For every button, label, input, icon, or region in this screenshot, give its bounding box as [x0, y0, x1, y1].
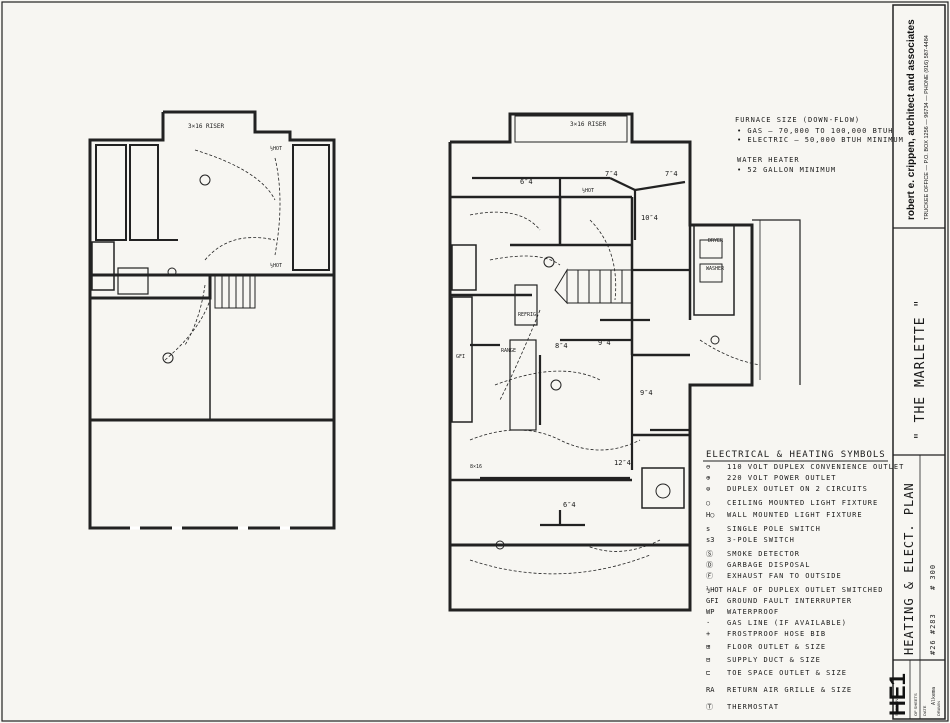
legend-label: RETURN AIR GRILLE & SIZE — [727, 686, 852, 694]
sheet-id: HE1 — [885, 673, 910, 716]
duct-label-9x4-b: 9″4 — [640, 389, 653, 397]
legend-label: HALF OF DUPLEX OUTLET SWITCHED — [727, 586, 883, 594]
legend-label: GROUND FAULT INTERRUPTER — [727, 597, 852, 605]
firm-office: TRUCKEE OFFICE — P.O. BOX 1256 — 96734 —… — [924, 35, 930, 220]
legend-symbol: s3 — [706, 536, 714, 544]
duct-label-12x4: 12″4 — [614, 459, 631, 467]
legend-symbol: Ⓕ — [706, 572, 713, 580]
legend-symbol: Ⓓ — [706, 561, 713, 569]
half-hot-label-main: ½HOT — [582, 187, 594, 194]
job-number: #26 #283 — [929, 613, 937, 655]
main-floor-plan — [448, 112, 801, 612]
legend-symbol: ⊖ — [706, 463, 710, 471]
furnace-title: FURNACE SIZE (DOWN-FLOW) — [735, 116, 860, 124]
legend-symbol: s — [706, 525, 710, 533]
legend-symbol: · — [706, 619, 710, 627]
legend-symbol: ⊏ — [706, 669, 710, 677]
legend-title: ELECTRICAL & HEATING SYMBOLS — [706, 450, 886, 460]
legend-label: GARBAGE DISPOSAL — [727, 561, 810, 569]
legend-symbol: ○ — [706, 499, 710, 507]
legend-label: SMOKE DETECTOR — [727, 550, 800, 558]
legend-symbol: Ⓢ — [706, 550, 713, 558]
duct-label-6x4-b: 6″4 — [563, 501, 576, 509]
upper-floor-plan — [88, 110, 336, 530]
duct-label-9x4: 9″4 — [598, 339, 611, 347]
duct-label-10x4: 10″4 — [641, 214, 658, 222]
legend-symbol: ⊟ — [706, 656, 710, 664]
legend-label: THERMOSTAT — [727, 703, 779, 711]
riser-upper-label: 3×16 RISER — [188, 123, 225, 130]
title-block — [892, 4, 946, 720]
legend-label: EXHAUST FAN TO OUTSIDE — [727, 572, 842, 580]
date-label: DATE — [922, 705, 927, 716]
symbols-legend: ELECTRICAL & HEATING SYMBOLS ⊖ 110 VOLT D… — [703, 450, 904, 711]
refrig-label: REFRIG — [518, 312, 536, 318]
of-sheets-label: OF SHEETS — [913, 693, 918, 716]
drawn-by: Alkema — [931, 687, 937, 705]
legend-symbol: + — [706, 630, 710, 638]
legend-symbol: ½HOT — [706, 586, 724, 594]
sheet-title: HEATING & ELECT. PLAN — [902, 482, 916, 655]
grille-label: 8×16 — [470, 464, 482, 470]
furnace-notes: FURNACE SIZE (DOWN-FLOW) • GAS — 70,000 … — [735, 116, 904, 174]
legend-label: SUPPLY DUCT & SIZE — [727, 656, 821, 664]
legend-symbol: ⊜ — [706, 485, 710, 493]
duct-label-7x4: 7″4 — [605, 170, 618, 178]
legend-label: SINGLE POLE SWITCH — [727, 525, 821, 533]
legend-label: TOE SPACE OUTLET & SIZE — [727, 669, 847, 677]
gfi-label: GFI — [456, 354, 465, 360]
legend-label: 110 VOLT DUPLEX CONVENIENCE OUTLET — [727, 463, 904, 471]
legend-label: FLOOR OUTLET & SIZE — [727, 643, 826, 651]
plan-number: # 300 — [929, 564, 937, 590]
project-name: " THE MARLETTE " — [913, 299, 928, 440]
duct-label-6x4: 6″4 — [520, 178, 533, 186]
range-label: RANGE — [501, 348, 516, 354]
legend-label: GAS LINE (IF AVAILABLE) — [727, 619, 847, 627]
firm-name: robert e. crippen, architect and associa… — [906, 19, 917, 220]
half-hot-label-upper-2: ½HOT — [270, 262, 282, 269]
washer-label: WASHER — [706, 266, 725, 272]
legend-label: 220 VOLT POWER OUTLET — [727, 474, 837, 482]
sheet-no-label: SHEET NO. — [894, 695, 899, 717]
legend-label: CEILING MOUNTED LIGHT FIXTURE — [727, 499, 878, 507]
furnace-gas: • GAS — 70,000 TO 100,000 BTUH — [737, 127, 893, 135]
heater-title: WATER HEATER — [737, 156, 800, 164]
legend-symbol: ⊕ — [706, 474, 711, 482]
legend-symbol: GFI — [706, 597, 719, 605]
legend-label: WALL MOUNTED LIGHT FIXTURE — [727, 511, 863, 519]
furnace-electric: • ELECTRIC — 50,000 BTUH MINIMUM — [737, 136, 904, 144]
legend-symbol: WP — [706, 608, 714, 616]
legend-symbol: RA — [706, 686, 715, 694]
legend-symbol: H○ — [706, 511, 714, 519]
legend-label: FROSTPROOF HOSE BIB — [727, 630, 826, 638]
legend-label: 3-POLE SWITCH — [727, 536, 795, 544]
heater-size: • 52 GALLON MINIMUM — [737, 166, 836, 174]
duct-label-8x4: 8″4 — [555, 342, 568, 350]
dryer-label: DRYER — [708, 238, 724, 244]
riser-main-label: 3×16 RISER — [570, 121, 607, 128]
half-hot-label-upper: ½HOT — [270, 145, 282, 152]
legend-label: DUPLEX OUTLET ON 2 CIRCUITS — [727, 485, 868, 493]
drawn-label: DRAWN — [936, 701, 941, 716]
legend-label: WATERPROOF — [727, 608, 779, 616]
legend-symbol: ⊞ — [706, 643, 711, 651]
duct-label-7x4-b: 7″4 — [665, 170, 678, 178]
legend-symbol: Ⓣ — [706, 703, 713, 711]
